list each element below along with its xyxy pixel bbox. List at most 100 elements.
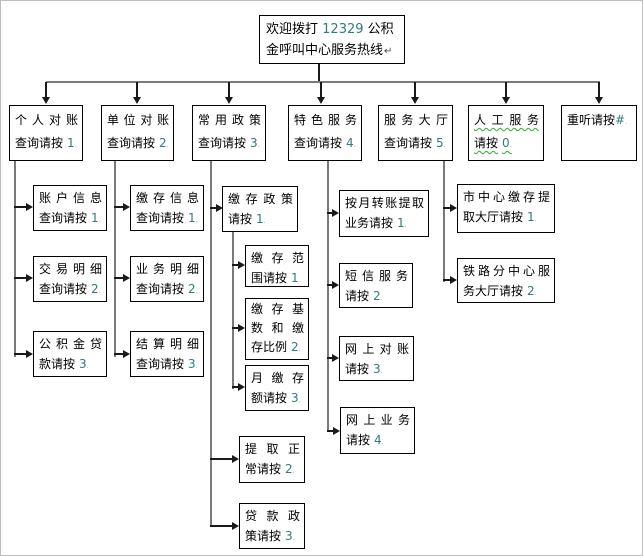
branch-arrow-icon <box>123 274 130 282</box>
down-arrow-icon <box>502 97 510 104</box>
down-stem-line <box>228 82 230 97</box>
down-stem-line <box>45 82 47 97</box>
format-mark: . <box>534 289 537 297</box>
format-mark: . <box>298 396 301 404</box>
format-mark: . <box>257 141 260 149</box>
node-line: 交易明细 <box>39 262 102 276</box>
key-number: 3 <box>188 357 196 371</box>
format-mark: . <box>195 287 198 295</box>
key-number: # <box>615 113 626 127</box>
node-replay: 重听请按#. <box>561 105 637 161</box>
node-line: 短信服务 <box>345 269 408 283</box>
down-arrow-icon <box>317 97 325 104</box>
branch-arrow-icon <box>238 324 245 332</box>
node-line: 网上对账 <box>345 342 409 356</box>
down-arrow-icon <box>225 97 233 104</box>
branch-stem-line <box>232 264 238 266</box>
branch-arrow-icon <box>450 204 457 212</box>
format-mark: . <box>195 362 198 370</box>
node-line-text: 存比例 <box>251 340 288 354</box>
node-line: 结算明细 <box>136 337 199 351</box>
branch-stem-line <box>443 279 450 281</box>
trunk-line-policy <box>210 161 212 527</box>
node-line-text: 重听请按 <box>567 113 616 127</box>
node-line-text: 查询请按 <box>384 136 433 150</box>
node-line-text: 常请按 <box>245 462 282 476</box>
key-number: 0 <box>502 136 510 150</box>
down-stem-line <box>136 82 138 97</box>
trunk-line-unit <box>114 161 116 357</box>
branch-arrow-icon <box>332 354 339 362</box>
format-mark: . <box>534 215 537 223</box>
trunk-line-hall <box>443 161 445 282</box>
branch-arrow-icon <box>238 383 245 391</box>
branch-arrow-icon <box>332 209 339 217</box>
node-line-text: 查询请按 <box>39 211 88 225</box>
node-line-text: 务大厅请按 <box>463 284 524 298</box>
trunk-line-special <box>327 161 329 432</box>
node-line-text: 查询请按 <box>294 136 343 150</box>
format-mark: . <box>166 141 169 149</box>
root-title-pre: 欢迎拨打 <box>266 22 319 37</box>
key-number: 2 <box>159 136 167 150</box>
node-line: 账户信息 <box>39 191 102 205</box>
node-line: 铁路分中心服 <box>463 264 550 278</box>
branch-stem-line <box>210 207 216 209</box>
format-mark: . <box>380 294 383 302</box>
branch-arrow-icon <box>333 427 340 435</box>
branch-arrow-icon <box>232 455 239 463</box>
branch-arrow-icon <box>332 281 339 289</box>
node-line-text: 查询请按 <box>15 136 64 150</box>
key-number: 3 <box>285 529 293 543</box>
down-stem-line <box>414 82 416 97</box>
format-mark: . <box>292 467 295 475</box>
key-number: 4 <box>374 433 382 447</box>
node-line: 月缴存 <box>251 371 304 385</box>
node-line-text: 请按 <box>346 433 371 447</box>
branch-arrow-icon <box>26 274 33 282</box>
down-arrow-icon <box>595 97 603 104</box>
down-stem-line <box>598 82 600 97</box>
branch-arrow-icon <box>26 203 33 211</box>
key-number: 2 <box>285 462 293 476</box>
branch-arrow-icon <box>232 522 239 530</box>
root-title-post: 公积金呼叫中心服务热线 <box>266 22 394 58</box>
down-stem-line <box>320 82 322 97</box>
node-line: 人工服务 <box>474 113 539 127</box>
node-line: 单位对账 <box>107 113 169 127</box>
node-line: 特色服务 <box>294 113 357 127</box>
key-number: 3 <box>250 136 258 150</box>
key-number: 5 <box>436 136 444 150</box>
node-line: 按月转账提取 <box>345 196 424 210</box>
branch-arrow-icon <box>450 276 457 284</box>
node-line-text: 查询请按 <box>136 282 185 296</box>
format-mark: . <box>298 345 301 353</box>
branch-stem-line <box>327 357 332 359</box>
node-line: 缴存信息 <box>136 191 199 205</box>
key-number: 1 <box>188 211 196 225</box>
branch-stem-line <box>114 277 123 279</box>
node-line: 常用政策 <box>198 113 261 127</box>
key-number: 2 <box>373 289 381 303</box>
branch-stem-line <box>210 525 232 527</box>
node-line: 个人对账 <box>15 113 78 127</box>
node-line: 网上业务 <box>346 413 410 427</box>
